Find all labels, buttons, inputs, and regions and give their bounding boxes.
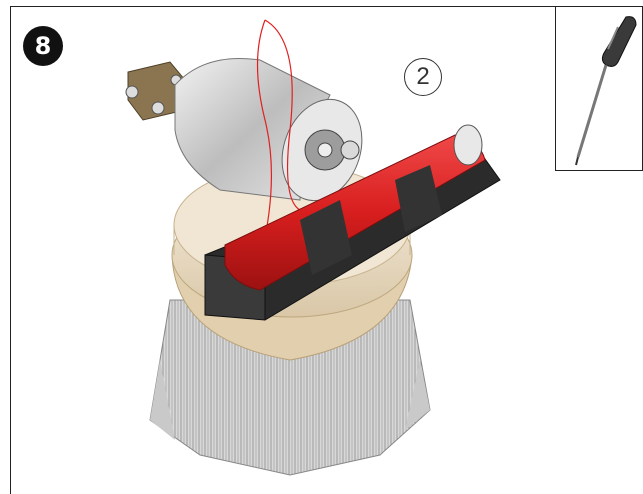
- brush-bristles: [149, 299, 431, 476]
- required-tool-box: [555, 6, 643, 171]
- electric-motor: [174, 57, 363, 202]
- page-frame: [10, 6, 643, 494]
- sub-step-number: 2: [404, 58, 442, 96]
- screwdriver-icon: [575, 16, 637, 166]
- red-wire: [256, 19, 301, 261]
- step-number-badge: 8: [23, 26, 63, 66]
- battery-holder: [204, 124, 501, 321]
